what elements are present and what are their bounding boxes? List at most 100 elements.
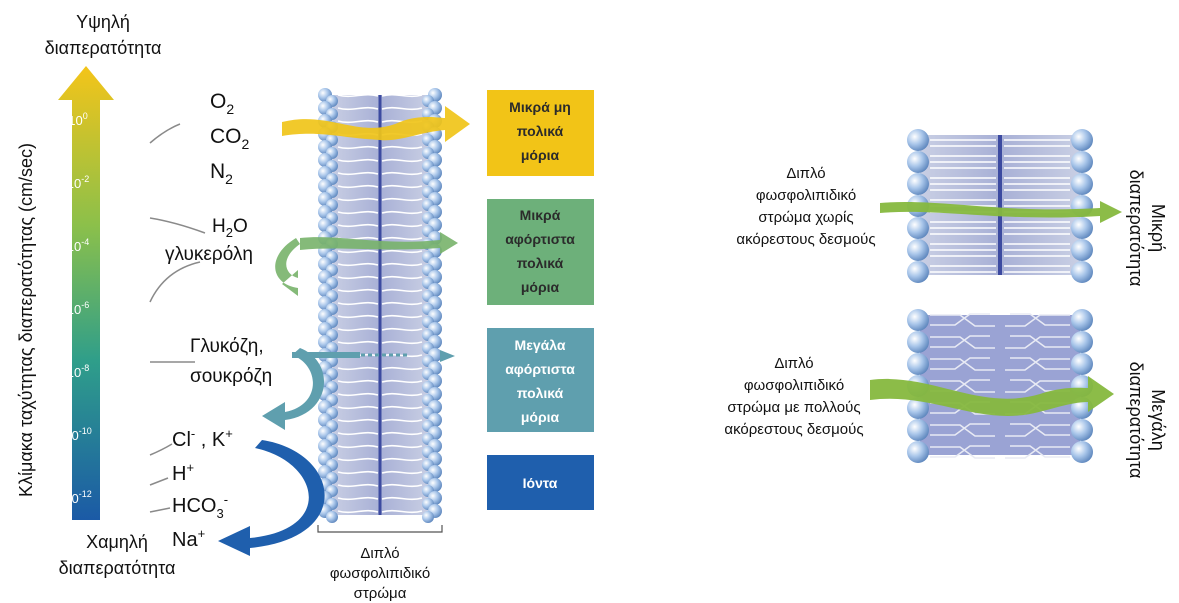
lipid-tail [381, 262, 423, 267]
small-polar-arrow [300, 232, 458, 254]
bottom-desc-line2: φωσφολιπιδικό [744, 377, 844, 394]
lipid-tail [381, 197, 423, 202]
lipid-head [1071, 309, 1093, 331]
scale-tick-label: 10-8 [67, 363, 89, 380]
lipid-tail [337, 119, 379, 124]
lipid-head [907, 151, 929, 173]
lipid-head [1071, 331, 1093, 353]
top-desc-line4: ακόρεστους δεσμούς [736, 231, 875, 248]
bottom-desc-line4: ακόρεστους δεσμούς [724, 421, 863, 438]
scale-axis-title: Κλίμακα ταχύτητας διαπερατότητας (cm/sec… [16, 143, 36, 497]
scale-bottom-label-line2: διαπερατότητα [59, 558, 176, 578]
lipid-tail [1010, 357, 1070, 370]
lipid-head [907, 331, 929, 353]
lipid-tail [381, 184, 423, 189]
lipid-tail [381, 418, 423, 423]
glycerol-label: γλυκερόλη [165, 244, 253, 265]
lipid-tail [337, 483, 379, 488]
h-ion-label: H+ [172, 460, 194, 485]
co2-label: CO2 [210, 125, 250, 152]
leader-line-h2o [149, 217, 206, 234]
leader-line-o2 [149, 123, 181, 144]
top-result-line2: διαπερατότητα [1126, 170, 1146, 287]
bottom-result-line2: διαπερατότητα [1126, 362, 1146, 479]
permeability-scale: Υψηλή διαπερατότητα Χαμηλή διαπερατότητα… [16, 12, 206, 578]
lipid-tail [381, 223, 423, 228]
molecule-labels: O2 CO2 N2 H2O γλυκερόλη Γλυκόζη, σουκρόζ… [165, 90, 272, 551]
lipid-head [907, 239, 929, 261]
o2-label: O2 [210, 90, 234, 117]
lipid-head [907, 441, 929, 463]
lipid-head [1071, 353, 1093, 375]
category-small-polar: Μικρά αφόρτιστα πολικά μόρια [487, 199, 594, 305]
category-ions-label: Ιόντα [523, 475, 558, 491]
transport-arrows [218, 106, 470, 556]
na-ion-label: Na+ [172, 526, 205, 551]
lipid-head [1071, 173, 1093, 195]
lipid-tail [381, 106, 423, 111]
lipid-head [1071, 129, 1093, 151]
lipid-tail [1010, 445, 1070, 458]
lipid-tail [381, 171, 423, 176]
lipid-head [907, 173, 929, 195]
category-nonpolar-line3: μόρια [521, 147, 560, 163]
lipid-head [422, 511, 434, 523]
lipid-tail [337, 366, 379, 371]
top-desc-line3: στρώμα χωρίς [758, 209, 853, 226]
saturated-membrane [880, 129, 1122, 283]
lipid-tail [1005, 358, 1070, 371]
category-nonpolar: Μικρά μη πολικά μόρια [487, 90, 594, 176]
lipid-tail [337, 145, 379, 150]
lipid-tail [381, 275, 423, 280]
lipid-head [907, 261, 929, 283]
nonpolar-arrow [282, 106, 470, 142]
lipid-tail [337, 444, 379, 449]
h2o-label: H2O [212, 216, 248, 240]
lipid-tail [337, 288, 379, 293]
lipid-tail [930, 446, 995, 459]
lipid-tail [337, 93, 379, 98]
cl-k-label: Cl- , K+ [172, 426, 233, 451]
lipid-tail [337, 210, 379, 215]
lipid-tail [1010, 313, 1070, 326]
lipid-tail [337, 171, 379, 176]
bottom-result-line1: Μεγάλη [1148, 389, 1168, 450]
lipid-tail [1010, 423, 1070, 436]
lipid-tail [337, 106, 379, 111]
lipid-tail [337, 470, 379, 475]
lipid-head [907, 397, 929, 419]
category-nonpolar-box [487, 90, 594, 176]
category-nonpolar-line1: Μικρά μη [509, 99, 571, 115]
category-large-polar-line4: μόρια [521, 409, 560, 425]
bilayer-caption-line1: Διπλό [360, 545, 399, 562]
unsaturated-membrane [870, 309, 1114, 463]
lipid-tail [381, 236, 423, 241]
lipid-tail [337, 392, 379, 397]
lipid-tail [337, 379, 379, 384]
leader-line-h [149, 477, 169, 486]
lipid-tail [337, 223, 379, 228]
lipid-tail [337, 327, 379, 332]
lipid-tail [381, 301, 423, 306]
lipid-tail [337, 314, 379, 319]
lipid-head [1071, 441, 1093, 463]
lipid-tail [337, 418, 379, 423]
top-result-line1: Μικρή [1148, 204, 1168, 252]
leader-lines [149, 123, 206, 513]
bottom-desc-line1: Διπλό [774, 355, 813, 372]
vertical-bilayer: Διπλό φωσφολιπιδικό στρώμα [317, 88, 443, 602]
category-large-polar-line1: Μεγάλα [515, 337, 566, 353]
category-ions: Ιόντα [487, 455, 594, 510]
lipid-tail [1005, 314, 1070, 327]
lipid-head [1071, 151, 1093, 173]
scale-tick-label: 10-4 [67, 237, 89, 254]
lipid-tail [337, 457, 379, 462]
scale-tick-label: 100 [68, 111, 87, 128]
leader-line-ions [149, 443, 173, 456]
lipid-tail [337, 340, 379, 345]
small-polar-return-arrow [275, 238, 300, 296]
lipid-tail [1005, 336, 1070, 349]
category-boxes: Μικρά μη πολικά μόρια Μικρά αφόρτιστα πο… [487, 90, 594, 510]
